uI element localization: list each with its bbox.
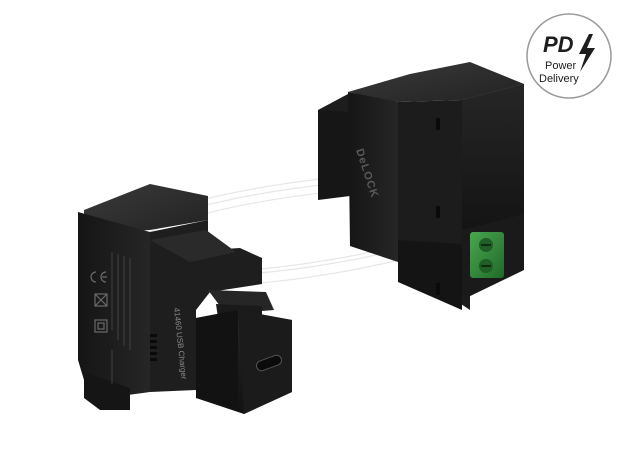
badge-line-power: Power xyxy=(545,60,577,72)
terminal-block xyxy=(470,232,504,278)
module-usb-charger xyxy=(78,184,292,414)
pd-logo: PD xyxy=(543,32,574,57)
lightning-bolt-icon xyxy=(579,34,595,72)
badge-line-delivery: Delivery xyxy=(539,73,579,85)
usb-c-port-icon xyxy=(255,354,283,372)
module-terminal-block xyxy=(318,62,524,310)
pd-power-delivery-badge: PD Power Delivery xyxy=(526,13,612,99)
regulatory-marks xyxy=(90,271,108,333)
